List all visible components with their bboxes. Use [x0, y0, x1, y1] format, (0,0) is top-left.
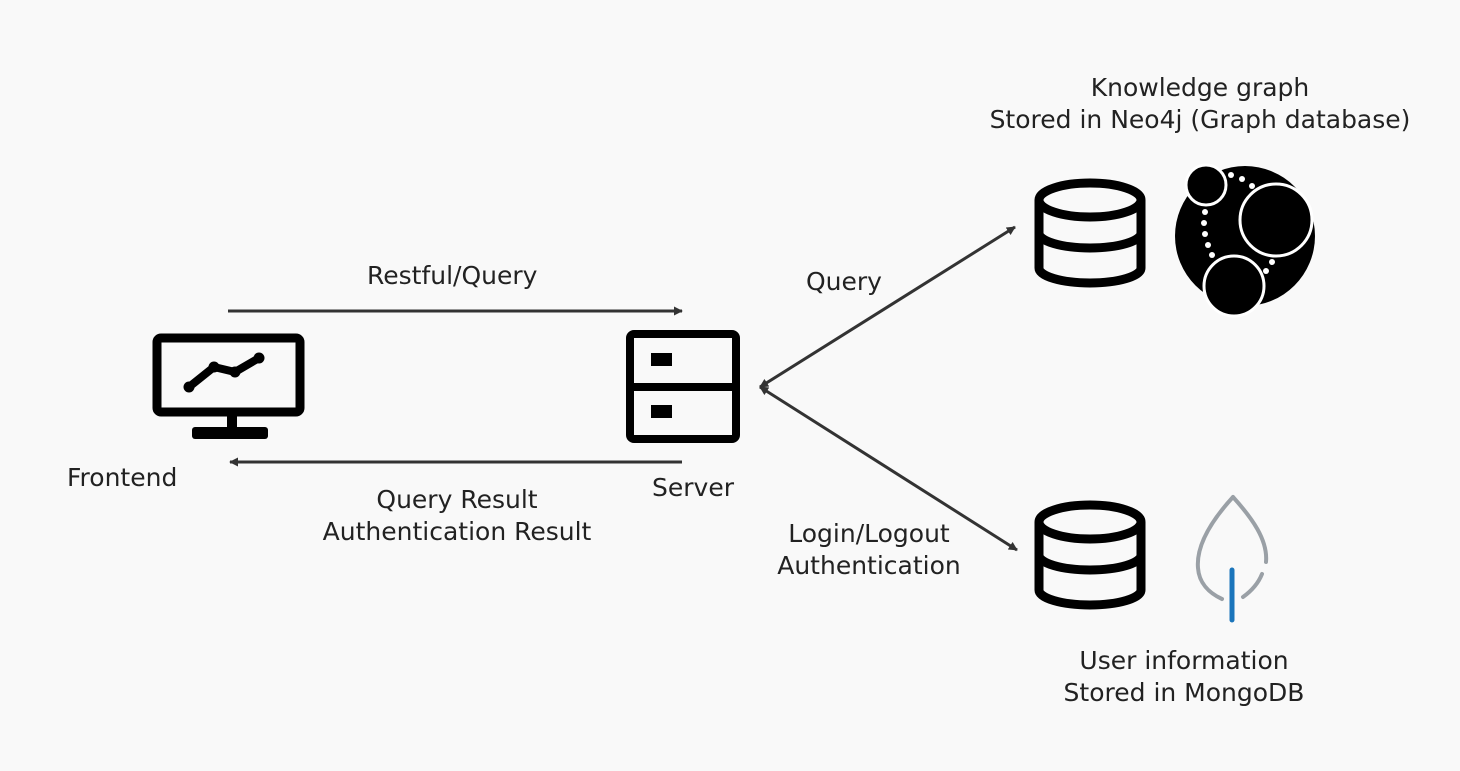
edge-label-restful-query: Restful/Query: [367, 261, 538, 290]
mongodb-leaf-icon: [1195, 495, 1269, 623]
mongodb-title: User information Stored in MongoDB: [1004, 645, 1364, 709]
neo4j-title: Knowledge graph Stored in Neo4j (Graph d…: [960, 72, 1440, 136]
edge-server-mongodb: [759, 385, 1018, 552]
database-icon: [1034, 178, 1146, 288]
edge-label-authentication: Authentication: [777, 551, 961, 580]
mongodb-title-line1: User information: [1079, 646, 1289, 675]
edge-label-login-logout: Login/Logout: [788, 519, 950, 548]
server-icon: [626, 330, 740, 443]
edge-label-auth: Login/Logout Authentication: [764, 518, 974, 582]
neo4j-logo-icon: [1175, 163, 1315, 318]
edge-label-results: Query Result Authentication Result: [292, 484, 622, 548]
monitor-chart-icon: [152, 333, 305, 439]
database-icon: [1034, 500, 1146, 610]
edge-label-query-result: Query Result: [376, 485, 538, 514]
mongodb-title-line2: Stored in MongoDB: [1063, 678, 1305, 707]
server-label: Server: [652, 473, 734, 502]
edge-label-authentication-result: Authentication Result: [322, 517, 592, 546]
frontend-label: Frontend: [67, 463, 178, 492]
neo4j-title-line2: Stored in Neo4j (Graph database): [989, 105, 1411, 134]
neo4j-title-line1: Knowledge graph: [1090, 73, 1310, 102]
edge-label-query: Query: [806, 267, 882, 296]
edge-server-neo4j: [759, 225, 1016, 389]
